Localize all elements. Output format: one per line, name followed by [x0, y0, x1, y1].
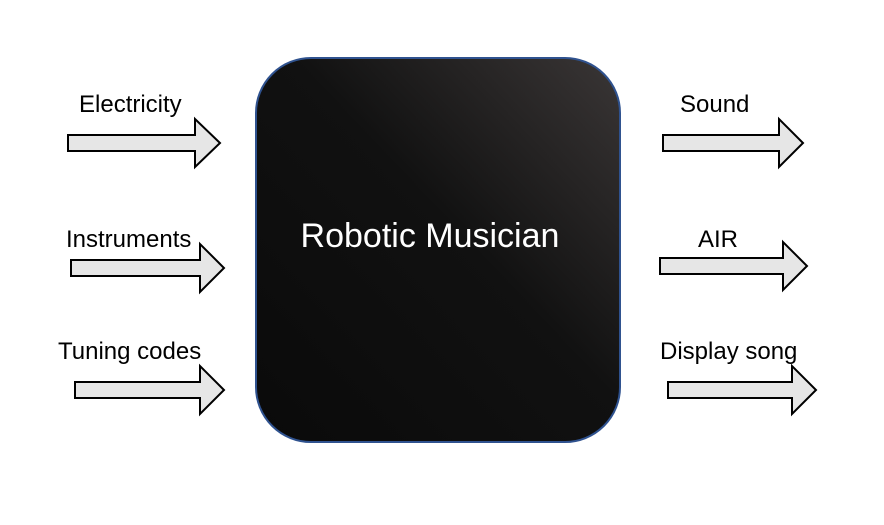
- output-label-sound: Sound: [680, 91, 749, 118]
- robotic-musician-box: [255, 57, 621, 443]
- input-label-electricity: Electricity: [79, 91, 182, 118]
- output-label-air: AIR: [698, 226, 738, 253]
- input-arrow-tuning-codes: [74, 363, 226, 417]
- output-arrow-sound: [662, 116, 805, 170]
- output-arrow-air: [659, 239, 809, 293]
- input-label-tuning-codes: Tuning codes: [58, 338, 201, 365]
- input-arrow-electricity: [67, 116, 222, 170]
- output-label-display-song: Display song: [660, 338, 797, 365]
- input-label-instruments: Instruments: [66, 226, 191, 253]
- input-arrow-instruments: [70, 241, 226, 295]
- robotic-musician-label: Robotic Musician: [301, 217, 560, 255]
- output-arrow-display-song: [667, 363, 818, 417]
